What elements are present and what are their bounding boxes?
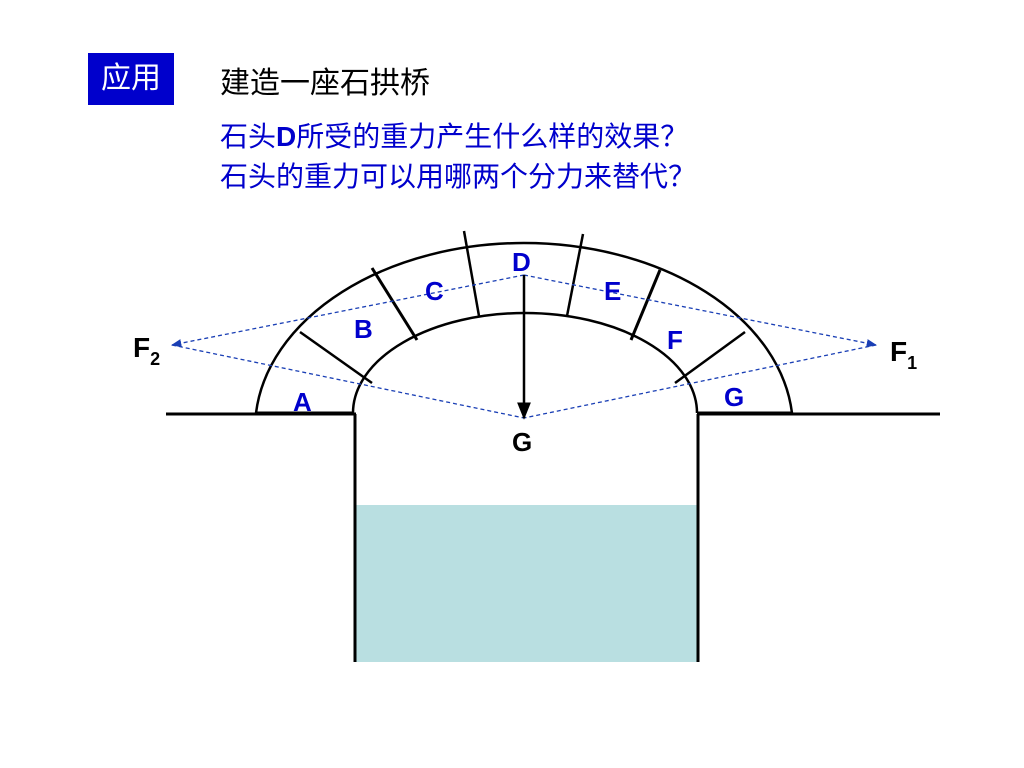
water [356,505,698,662]
force-line-to-f1 [523,274,878,348]
stone-label-f: F [667,325,683,355]
app-badge: 应用 [88,53,174,105]
parallelogram-edge [171,344,525,419]
arch-outer [254,241,794,414]
question-1-stone-letter: D [276,121,297,152]
question-line-2: 石头的重力可以用哪两个分力来替代？ [220,160,697,193]
stone-joint [370,267,419,341]
question-1-prefix: 石头 [220,120,277,153]
force-label-f1-sub: 1 [907,353,917,373]
gravity-label: G [512,427,532,457]
stone-label-c: C [425,276,444,306]
force-line-to-f2 [170,274,525,348]
force-label-f1: F1 [890,336,917,373]
question-1-suffix: 所受的重力产生什么样的效果？ [296,120,689,153]
stone-joint [565,233,585,317]
stone-label-e: E [604,276,621,306]
parallelogram-edge [523,344,877,419]
force-label-f2-main: F [133,332,150,363]
stone-label-b: B [354,314,373,344]
stone-label-a: A [293,387,312,417]
question-line-1: 石头D所受的重力产生什么样的效果？ [220,115,688,155]
force-label-f1-main: F [890,336,907,367]
force-label-f2: F2 [133,332,160,369]
page-title: 建造一座石拱桥 [220,66,430,101]
stone-joint [462,230,481,317]
stone-joint [299,330,373,385]
force-label-f2-sub: 2 [150,349,160,369]
stone-joint [629,269,662,341]
stone-label-d: D [512,247,531,277]
stone-joint [674,330,746,385]
stone-label-g: G [724,382,744,412]
